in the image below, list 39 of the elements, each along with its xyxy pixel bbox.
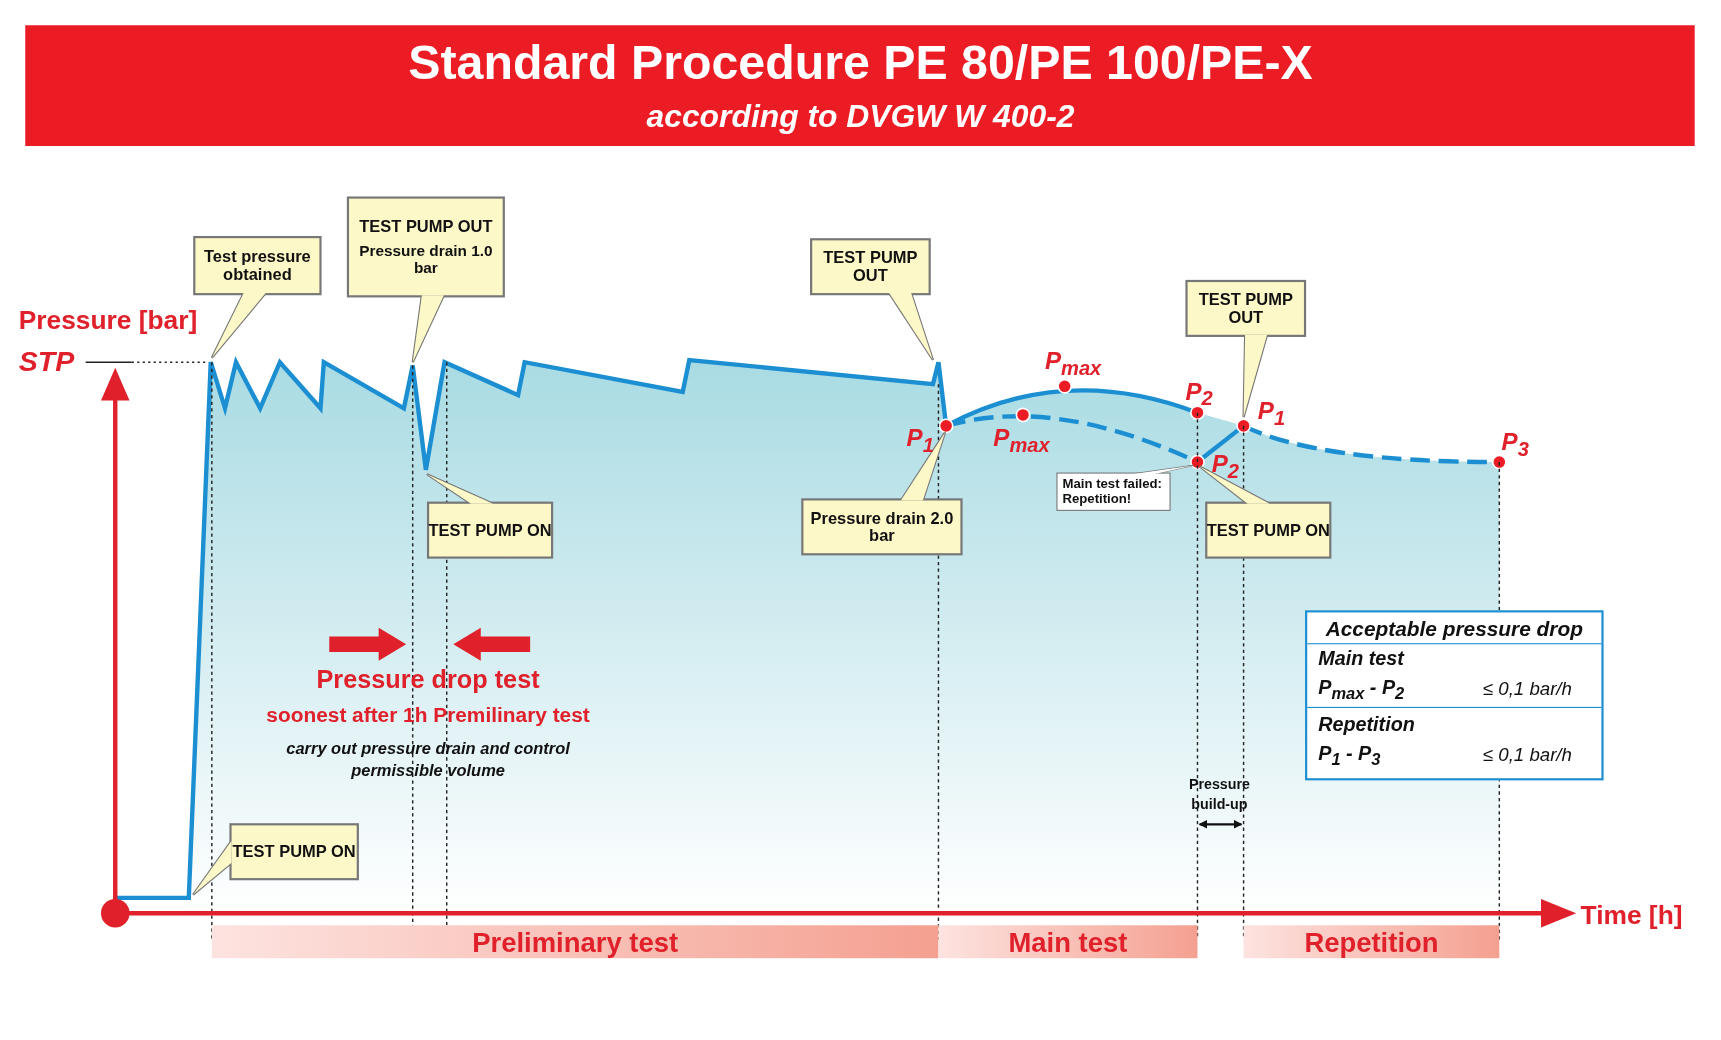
point-label: P$_{2}$ bbox=[1185, 377, 1213, 411]
phase-label: Main test bbox=[1008, 925, 1128, 958]
phase-band bbox=[1243, 925, 1500, 959]
phase-band bbox=[938, 925, 1198, 959]
callout-text: TEST PUMP OUT bbox=[359, 217, 493, 235]
table-heading: Acceptable pressure drop bbox=[1324, 616, 1584, 641]
point-label: P$_{2}$ bbox=[1211, 450, 1240, 484]
table-cell: Main test bbox=[1318, 647, 1404, 671]
table-cell: Repetition bbox=[1318, 713, 1415, 737]
phase-band bbox=[211, 925, 939, 959]
axis-tick-label: STP bbox=[18, 344, 75, 379]
table-cell: P$_{1}$ - P$_{3}$ bbox=[1318, 742, 1381, 768]
table-cell: ≤ 0,1 bar/h bbox=[1482, 678, 1572, 701]
callout-text: Pressure drain 2.0 bar bbox=[809, 509, 955, 545]
callout-text: TEST PUMP OUT bbox=[822, 249, 919, 285]
dimension-label: Pressure build-up bbox=[1187, 775, 1251, 814]
subtitle: according to DVGW W 400-2 bbox=[645, 98, 1076, 135]
phase-label: Repetition bbox=[1304, 925, 1439, 958]
table-cell: P$_{max}$ - P$_{2}$ bbox=[1318, 676, 1405, 702]
test-note: carry out pressure drain and control permissible volume bbox=[285, 737, 571, 782]
phase-label: Preliminary test bbox=[472, 925, 679, 958]
axis-title: Time [h] bbox=[1580, 900, 1683, 931]
callout-text: Pressure drain 1.0 bar bbox=[358, 241, 494, 277]
callout-text: TEST PUMP ON bbox=[1206, 521, 1330, 539]
test-title: Pressure drop test bbox=[315, 665, 541, 695]
point-label: P$_{max}$ bbox=[993, 423, 1050, 458]
callout-text: Test pressure obtained bbox=[203, 248, 312, 284]
axis-title: Pressure [bar] bbox=[18, 305, 198, 336]
point-label: P$_{3}$ bbox=[1501, 428, 1529, 462]
point-label: P$_{1}$ bbox=[1257, 397, 1286, 431]
point-label: P$_{1}$ bbox=[906, 423, 934, 458]
table-cell: ≤ 0,1 bar/h bbox=[1482, 744, 1572, 767]
callout-text: Main test failed: Repetition! bbox=[1062, 477, 1163, 506]
criteria-table bbox=[1305, 610, 1604, 781]
callout-text: TEST PUMP OUT bbox=[1197, 290, 1294, 326]
title: Standard Procedure PE 80/PE 100/PE-X bbox=[407, 35, 1314, 90]
callout-text: TEST PUMP ON bbox=[232, 842, 356, 861]
point-label: P$_{max}$ bbox=[1044, 346, 1102, 381]
test-subtitle: soonest after 1h Premilinary test bbox=[265, 703, 591, 728]
